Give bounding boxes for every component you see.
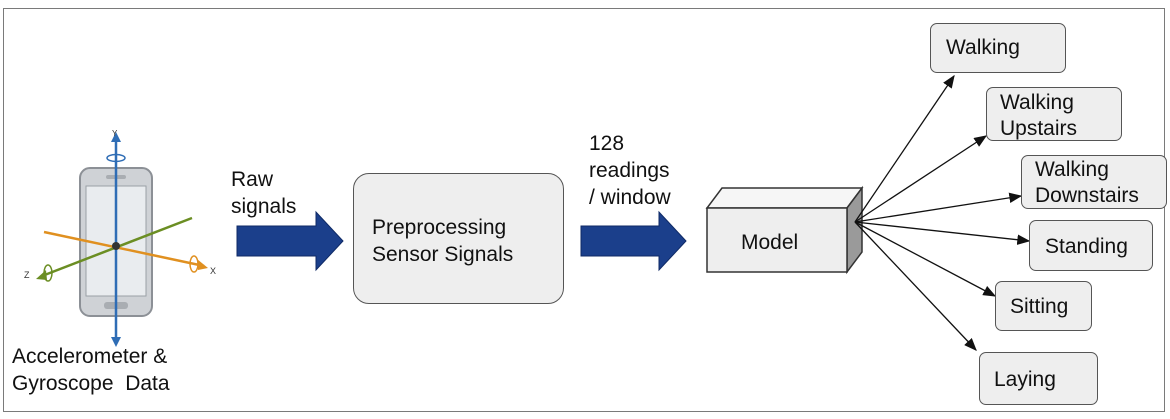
arrow-to-walking-downstairs (854, 192, 1023, 223)
output-box-standing (1029, 220, 1153, 271)
output-box-walking (930, 23, 1066, 73)
preprocessing-label-line2: Sensor Signals (372, 243, 514, 266)
arrow-to-walking (854, 74, 955, 223)
output-label-walking-upstairs-line1: Walking (1000, 91, 1074, 114)
arrow-to-laying (854, 221, 977, 351)
sensor-caption-line1: Accelerometer & (12, 345, 168, 368)
output-box-sitting (995, 281, 1092, 331)
arrow-to-sitting (854, 221, 997, 297)
diagram-frame (3, 8, 1165, 412)
raw-signals-label-line1: Raw (231, 168, 274, 191)
window-label-line1: 128 (589, 132, 625, 155)
output-label-walking: Walking (946, 36, 1020, 59)
output-label-standing: Standing (1045, 235, 1128, 258)
output-label-sitting: Sitting (1010, 295, 1069, 318)
raw-signals-arrow (236, 210, 344, 272)
sensor-caption-line2: Gyroscope Data (12, 372, 170, 395)
windowed-signals-arrow (580, 210, 687, 272)
arrow-to-standing (854, 221, 1031, 245)
preprocessing-label-line1: Preprocessing (372, 216, 507, 239)
model-label: Model (741, 231, 799, 254)
output-label-walking-downstairs-line1: Walking (1035, 158, 1109, 181)
preprocessing-box (353, 173, 564, 304)
svg-text:Y: Y (112, 129, 118, 138)
model-box-3d (705, 185, 864, 275)
output-box-walking-upstairs (986, 87, 1122, 141)
output-label-walking-upstairs-line2: Upstairs (1000, 117, 1078, 140)
svg-text:Z: Z (24, 270, 30, 280)
output-label-walking-downstairs-line2: Downstairs (1035, 184, 1139, 207)
smartphone-axes-illustration: Z X Y (22, 128, 222, 348)
window-label-line2: readings (589, 159, 670, 182)
output-box-laying (979, 352, 1098, 405)
svg-text:X: X (210, 266, 216, 276)
output-label-laying: Laying (994, 368, 1056, 391)
output-box-walking-downstairs (1021, 155, 1167, 209)
raw-signals-label-line2: signals (231, 195, 297, 218)
window-label-line3: / window (589, 186, 671, 209)
arrow-to-walking-upstairs (854, 135, 988, 223)
